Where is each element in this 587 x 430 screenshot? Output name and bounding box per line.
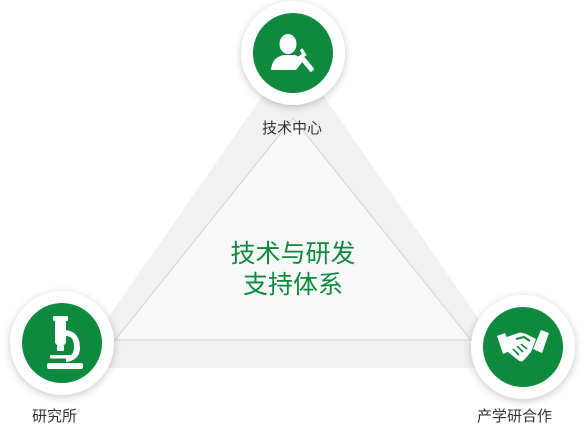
center-title-line-2: 支持体系 [242,270,343,299]
node-label-industry-academia: 产学研合作 [477,407,553,425]
engineer-wrench-icon [271,34,314,72]
inner-triangle [113,117,473,341]
node-label-research-institute: 研究所 [32,407,78,425]
node-technology-center [241,1,345,105]
center-title: 技术与研发 支持体系 [193,238,393,300]
node-industry-academia [471,295,575,399]
center-title-line-1: 技术与研发 [230,239,356,268]
node-research-institute [10,291,114,395]
handshake-icon [497,330,549,362]
microscope-icon [47,316,83,369]
node-label-technology-center: 技术中心 [262,119,323,137]
